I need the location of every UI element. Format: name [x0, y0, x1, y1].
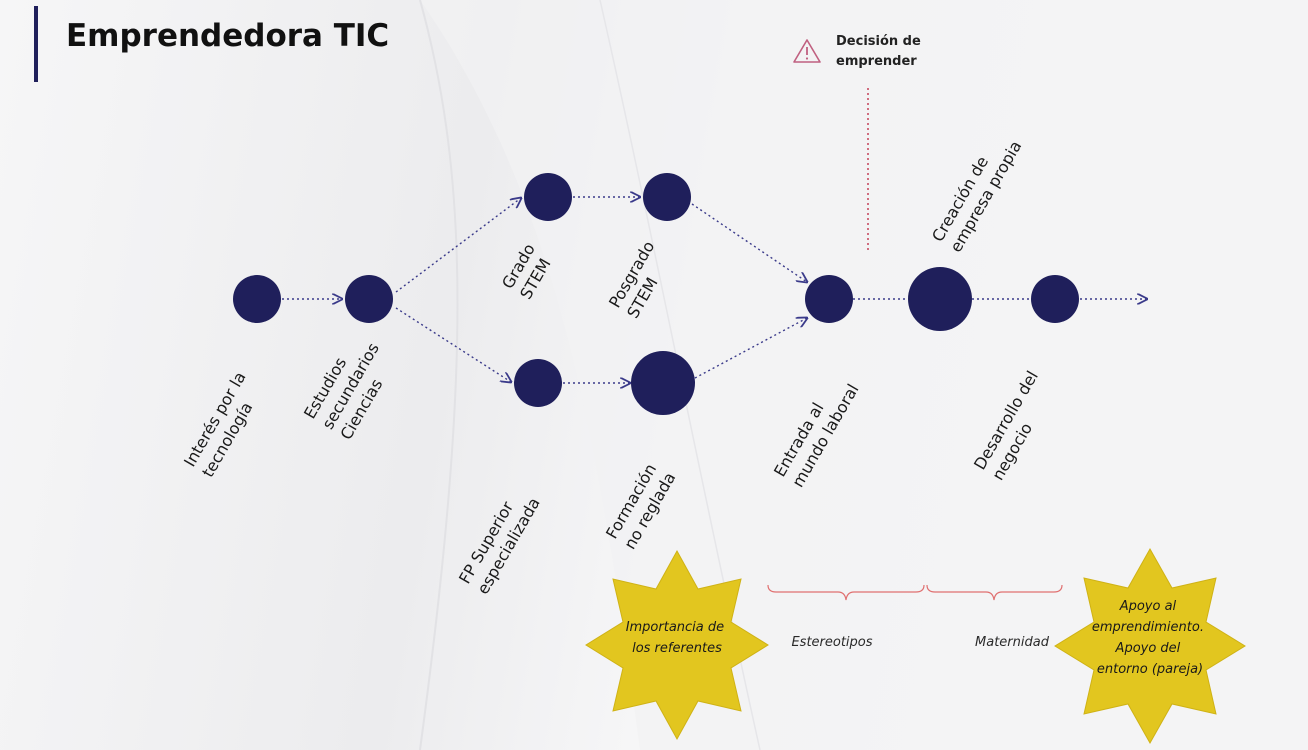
node-posgrado: [643, 173, 691, 221]
bracket-estereotipos: [767, 584, 925, 601]
label-formacion: Formación no reglada: [602, 456, 681, 553]
label-desarrollo: Desarrollo del negocio: [970, 363, 1063, 483]
star-apoyo-line3: Apoyo del: [1115, 641, 1181, 656]
label-posgrado: Posgrado STEM: [605, 233, 679, 321]
star-referentes-text: Importancia de los referentes: [626, 620, 729, 656]
node-fp: [514, 359, 562, 407]
star-apoyo-line1: Apoyo al: [1119, 599, 1177, 614]
arrow-formacion-entrada: [694, 318, 807, 379]
label-fp: FP Superior especializada: [455, 484, 544, 598]
page-title: Emprendedora TIC: [66, 18, 390, 54]
label-grado: Grado STEM: [498, 236, 560, 303]
node-grado: [524, 173, 572, 221]
node-desarrollo: [1031, 275, 1079, 323]
star-referentes-line2: los referentes: [632, 641, 722, 656]
warning-triangle-icon: [793, 39, 821, 63]
star-apoyo-line4: entorno (pareja): [1097, 662, 1203, 677]
decision-label: Decisión de emprender: [836, 32, 921, 72]
star-apoyo-line2: emprendimiento.: [1092, 620, 1204, 635]
bracket-maternidad: [926, 584, 1063, 601]
star-apoyo-text: Apoyo al emprendimiento. Apoyo del entor…: [1092, 599, 1208, 677]
decision-label-line1: Decisión de: [836, 34, 921, 49]
node-entrada: [805, 275, 853, 323]
arrow-estudios-grado: [395, 198, 521, 293]
decision-label-line2: emprender: [836, 54, 917, 69]
node-interes: [233, 275, 281, 323]
label-interes: Interés por la tecnología: [180, 364, 270, 480]
star-apoyo: [1054, 547, 1246, 745]
bracket-estereotipos-label: Estereotipos: [791, 635, 872, 650]
label-creacion: Creación de empresa propia: [928, 127, 1025, 256]
node-creacion: [908, 267, 972, 331]
arrow-posgrado-entrada: [691, 203, 807, 282]
label-estudios: Estudios secundarios Ciencias: [300, 325, 404, 443]
star-referentes-line1: Importancia de: [626, 620, 724, 635]
star-referentes: [585, 549, 769, 741]
label-entrada: Entrada al mundo laboral: [770, 370, 863, 490]
title-accent-bar: [34, 6, 38, 82]
node-estudios: [345, 275, 393, 323]
arrow-estudios-fp: [395, 307, 511, 382]
bracket-maternidad-label: Maternidad: [975, 635, 1050, 650]
node-formacion: [631, 351, 695, 415]
